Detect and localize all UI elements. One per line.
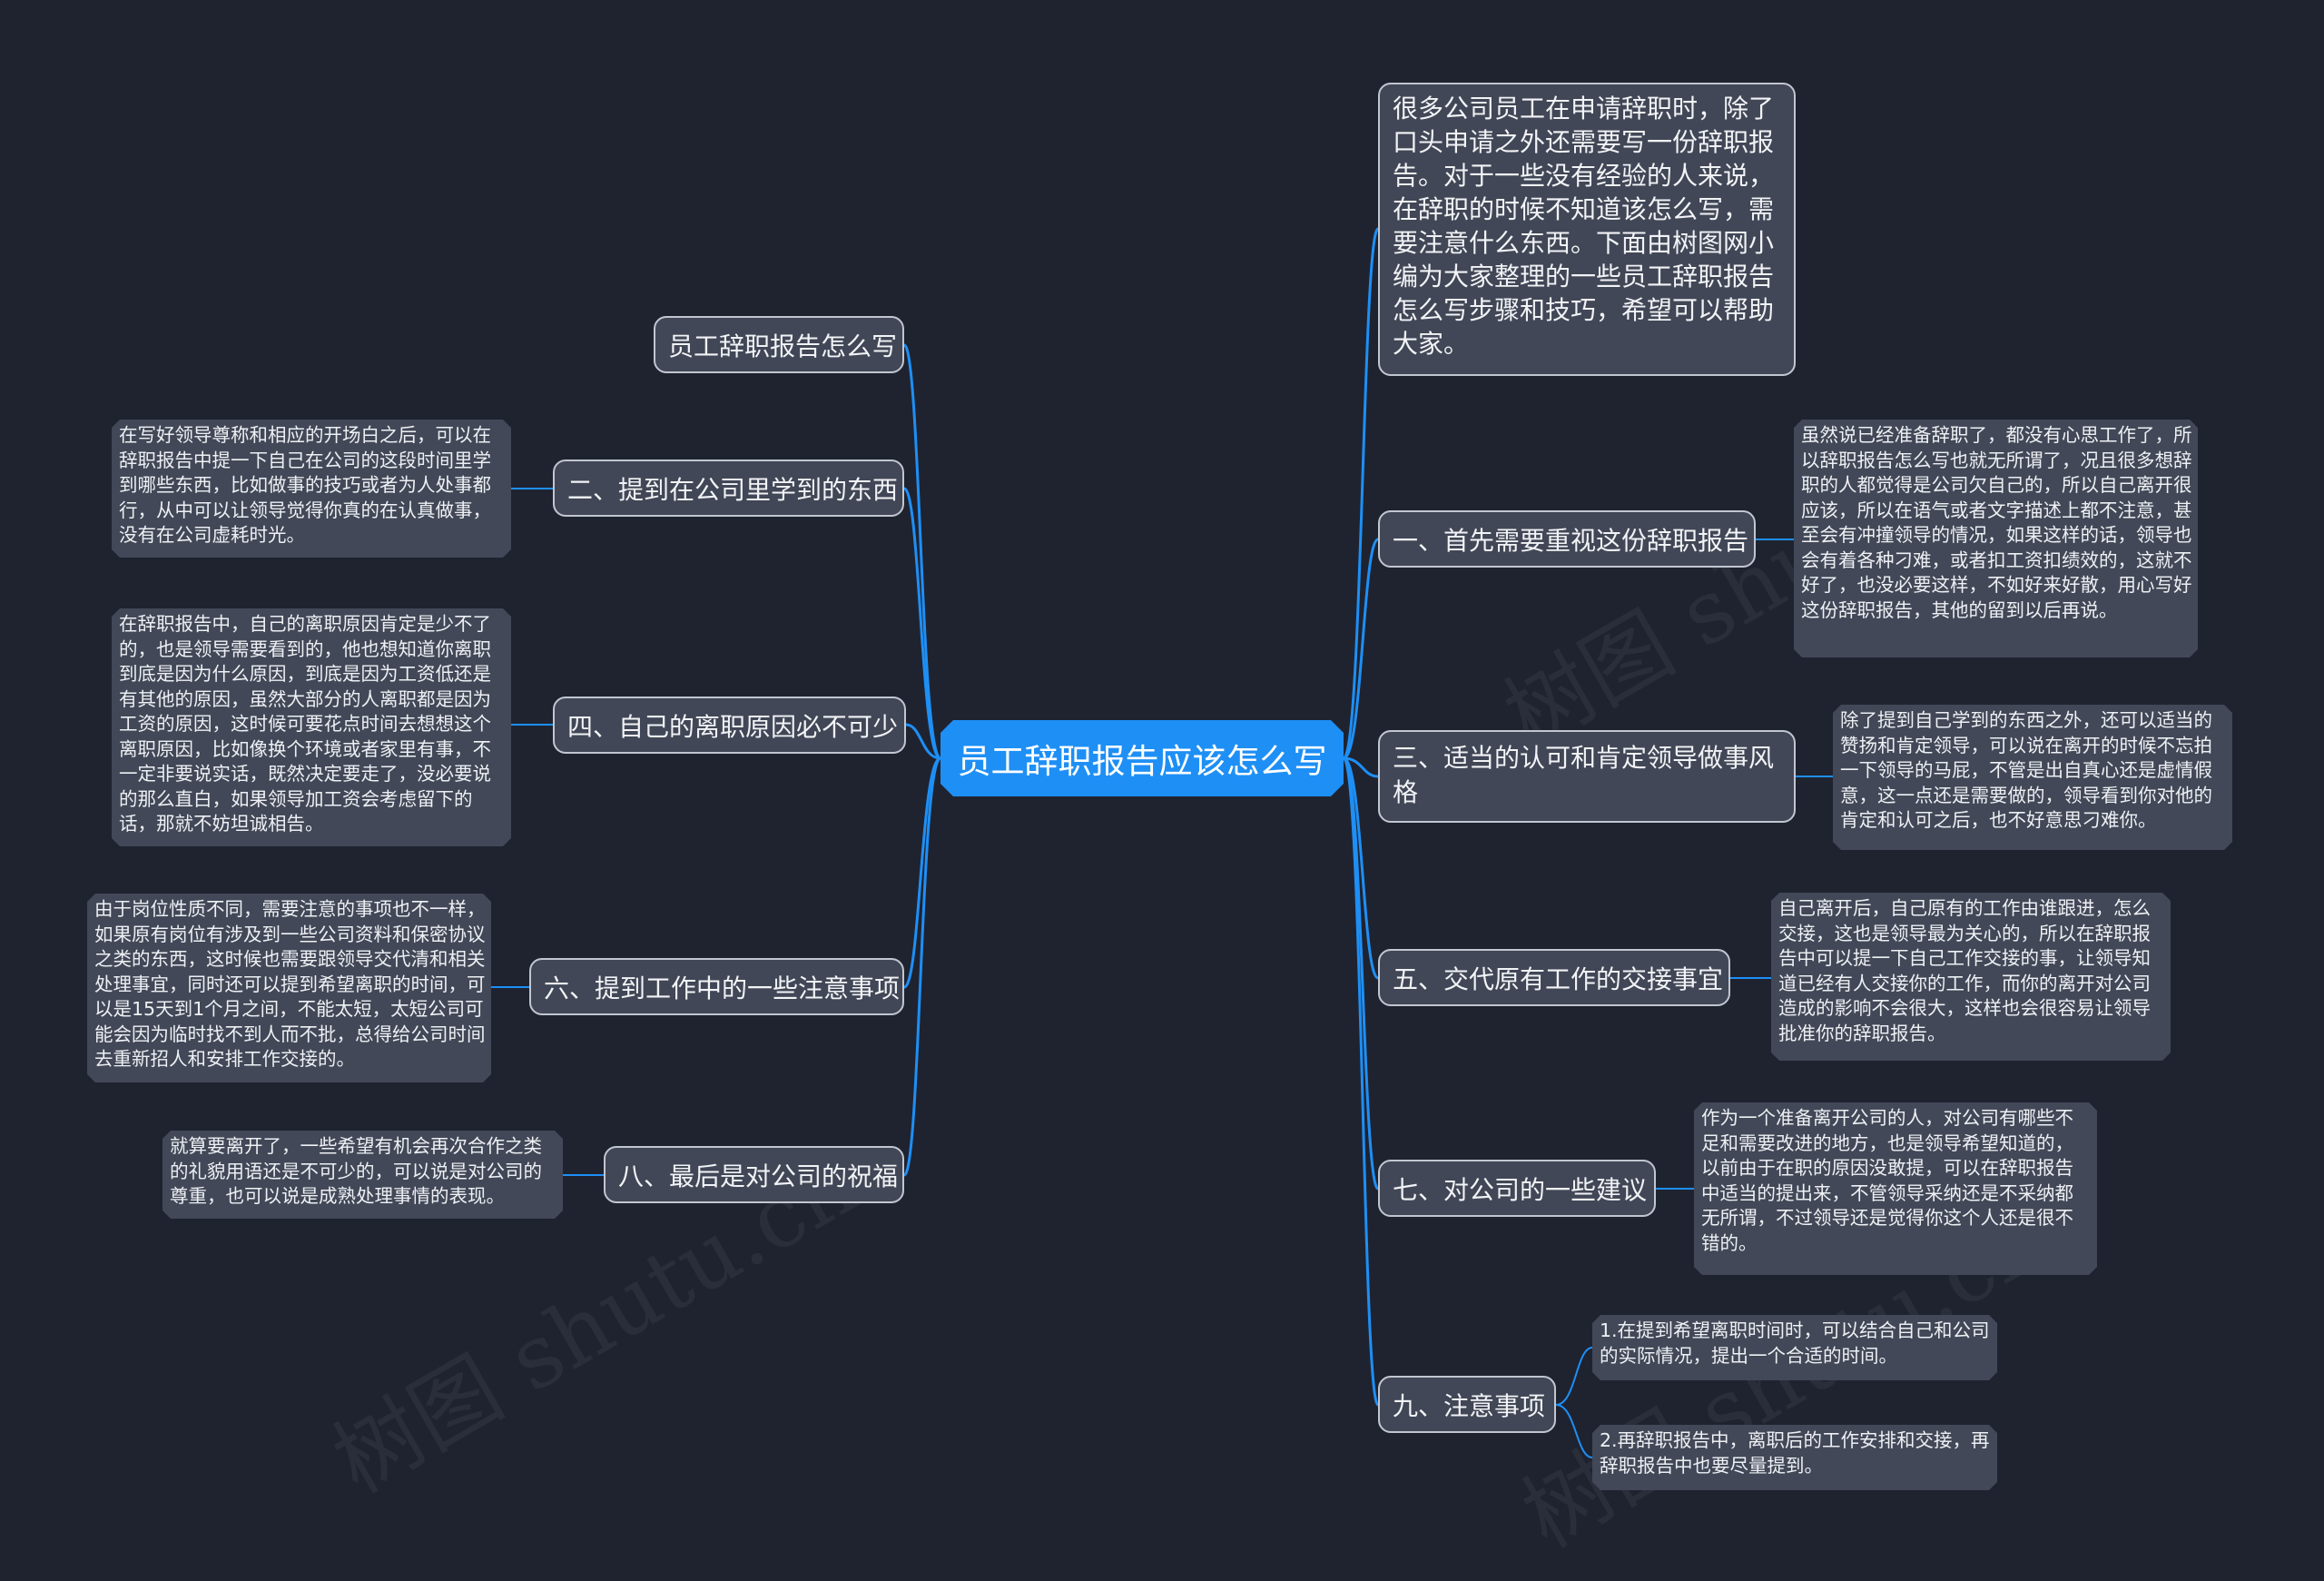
detail-praise-leader: 除了提到自己学到的东西之外，还可以适当的赞扬和肯定领导，可以说在离开的时候不忘拍… bbox=[1833, 705, 2232, 850]
root-topic[interactable]: 员工辞职报告应该怎么写 bbox=[940, 720, 1344, 796]
detail-link-8 bbox=[1555, 1347, 1593, 1406]
intro-topic[interactable]: 很多公司员工在申请辞职时，除了口头申请之外还需要写一份辞职报告。对于一些没有经验… bbox=[1378, 83, 1796, 376]
detail-learned-things: 在写好领导尊称和相应的开场白之后，可以在辞职报告中提一下自己在公司的这段时间里学… bbox=[112, 420, 511, 558]
root-link-left-3 bbox=[902, 756, 941, 989]
detail-link-9 bbox=[1555, 1404, 1593, 1458]
root-link-right-4 bbox=[1342, 756, 1380, 1191]
detail-notes-2: 2.再辞职报告中，离职后的工作安排和交接，再辞职报告中也要尽量提到。 bbox=[1592, 1425, 1997, 1490]
branch-how-to-write[interactable]: 员工辞职报告怎么写 bbox=[654, 316, 904, 373]
branch-notes[interactable]: 九、注意事项 bbox=[1378, 1376, 1556, 1433]
root-link-right-3 bbox=[1343, 756, 1380, 980]
detail-blessing: 就算要离开了，一些希望有机会再次合作之类的礼貌用语还是不可少的，可以说是对公司的… bbox=[162, 1131, 563, 1219]
branch-work-notes[interactable]: 六、提到工作中的一些注意事项 bbox=[529, 958, 904, 1015]
root-link-right-1 bbox=[1343, 538, 1380, 760]
branch-praise-leader[interactable]: 三、适当的认可和肯定领导做事风格 bbox=[1378, 730, 1796, 823]
root-link-right-2 bbox=[1343, 756, 1379, 778]
root-link-left-2 bbox=[905, 723, 941, 760]
detail-notes-1: 1.在提到希望离职时间时，可以结合自己和公司的实际情况，提出一个合适的时间。 bbox=[1592, 1315, 1997, 1380]
branch-leaving-reason[interactable]: 四、自己的离职原因必不可少 bbox=[553, 697, 906, 754]
root-link-right-0 bbox=[1342, 227, 1380, 760]
detail-leaving-reason: 在辞职报告中，自己的离职原因肯定是少不了的，也是领导需要看到的，他也想知道你离职… bbox=[112, 608, 511, 846]
branch-handover[interactable]: 五、交代原有工作的交接事宜 bbox=[1378, 949, 1730, 1006]
branch-blessing[interactable]: 八、最后是对公司的祝福 bbox=[604, 1146, 904, 1203]
root-link-right-5 bbox=[1342, 756, 1380, 1407]
branch-suggestions[interactable]: 七、对公司的一些建议 bbox=[1378, 1160, 1656, 1217]
root-link-left-0 bbox=[902, 343, 942, 760]
detail-work-notes: 由于岗位性质不同，需要注意的事项也不一样，如果原有岗位有涉及到一些公司资料和保密… bbox=[87, 894, 491, 1082]
detail-suggestions: 作为一个准备离开公司的人，对公司有哪些不足和需要改进的地方，也是领导希望知道的，… bbox=[1694, 1102, 2097, 1275]
branch-learned-things[interactable]: 二、提到在公司里学到的东西 bbox=[553, 459, 904, 517]
root-link-left-4 bbox=[902, 756, 942, 1177]
detail-value-report: 虽然说已经准备辞职了，都没有心思工作了，所以辞职报告怎么写也就无所谓了，况且很多… bbox=[1794, 420, 2198, 657]
branch-value-report[interactable]: 一、首先需要重视这份辞职报告 bbox=[1378, 510, 1756, 568]
root-link-left-1 bbox=[902, 487, 941, 760]
detail-handover: 自己离开后，自己原有的工作由谁跟进，怎么交接，这也是领导最为关心的，所以在辞职报… bbox=[1771, 893, 2171, 1061]
